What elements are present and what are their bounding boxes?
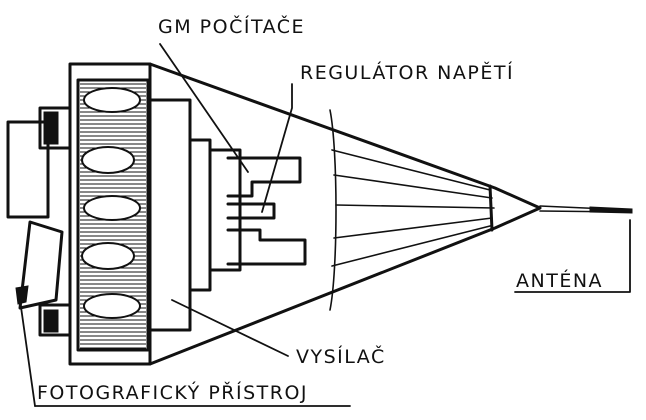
camera-assembly — [6, 106, 72, 337]
label-antenna: ANTÉNA — [516, 269, 603, 292]
battery-column — [76, 78, 150, 352]
label-voltage-regulator: REGULÁTOR NAPĚTÍ — [300, 61, 514, 84]
satellite-body — [68, 62, 633, 366]
leader-lines — [19, 43, 631, 407]
label-transmitter: VYSÍLAČ — [296, 344, 386, 368]
antenna-fan — [331, 149, 495, 267]
instrument-blocks — [148, 98, 307, 332]
label-camera: FOTOGRAFICKÝ PŘÍSTROJ — [37, 381, 308, 404]
label-gm-computer: GM POČÍTAČE — [158, 14, 305, 38]
